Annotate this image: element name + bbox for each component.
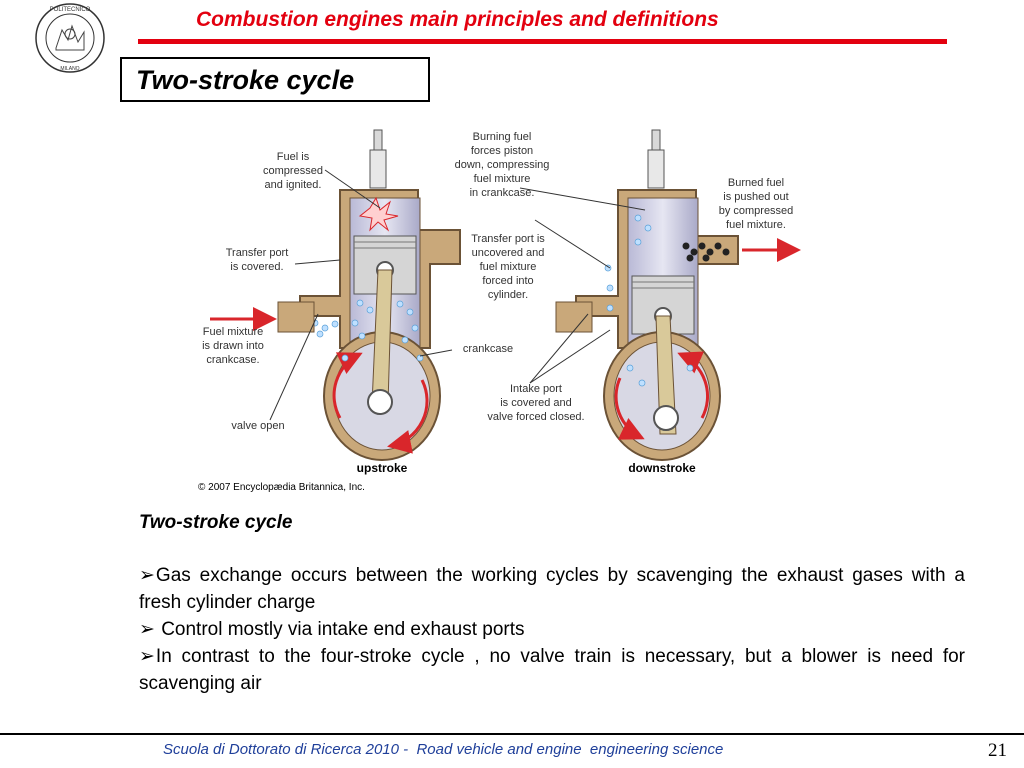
upstroke-caption: upstroke [357,461,408,475]
label-burning-fuel-3: down, compressing [455,159,550,171]
label-burned-fuel-2: is pushed out [723,191,788,203]
bullet-arrow-icon: ➢ [139,619,155,640]
label-burned-fuel-1: Burned fuel [728,177,784,189]
label-burning-fuel-5: in crankcase. [470,187,535,199]
section-title: Two-stroke cycle [136,65,355,95]
body-text: Two-stroke cycle ➢Gas exchange occurs be… [139,512,965,697]
bullet-item: ➢Gas exchange occurs between the working… [139,562,965,616]
bullet-item: ➢ Control mostly via intake end exhaust … [139,616,965,643]
label-transfer-uncovered-2: uncovered and [472,247,545,259]
label-transfer-uncovered-5: cylinder. [488,289,528,301]
label-transfer-covered-1: Transfer port [226,247,289,259]
label-intake-covered-3: valve forced closed. [487,411,584,423]
label-valve-open: valve open [231,420,284,432]
label-transfer-uncovered-3: fuel mixture [480,261,537,273]
upstroke-engine: Fuel is compressed and ignited. Transfer… [202,129,513,475]
label-transfer-uncovered-4: forced into [482,275,533,287]
bullet-arrow-icon: ➢ [139,646,155,667]
label-fuel-compressed-3: and ignited. [265,179,322,191]
body-subtitle: Two-stroke cycle [139,512,293,533]
bullet-arrow-icon: ➢ [139,565,155,586]
bullet-item: ➢In contrast to the four-stroke cycle , … [139,643,965,697]
page-number: 21 [988,740,1007,761]
bullet-text: Control mostly via intake end exhaust po… [155,619,525,640]
header-divider [138,39,947,44]
label-transfer-uncovered-1: Transfer port is [471,233,545,245]
downstroke-engine: Burning fuel forces piston down, compres… [455,129,801,475]
footer-text: Scuola di Dottorato di Ricerca 2010 - Ro… [163,741,724,758]
label-burned-fuel-3: by compressed [719,205,794,217]
seal-ring-top-text: POLITECNICO [50,7,91,13]
footer-divider [0,733,1024,735]
label-fuel-mixture-drawn-1: Fuel mixture [203,326,264,338]
label-fuel-compressed-2: compressed [263,165,323,177]
politecnico-seal-icon: POLITECNICO MILANO [35,3,105,73]
bullet-text: Gas exchange occurs between the working … [139,565,965,613]
downstroke-caption: downstroke [628,461,696,475]
label-intake-covered-1: Intake port [510,383,562,395]
section-title-box: Two-stroke cycle [120,57,430,102]
label-burning-fuel-4: fuel mixture [474,173,531,185]
two-stroke-engine-figure: Fuel is compressed and ignited. Transfer… [198,129,801,493]
bullet-text: In contrast to the four-stroke cycle , n… [139,646,965,694]
seal-ring-bottom-text: MILANO [60,66,79,72]
figure-copyright: © 2007 Encyclopædia Britannica, Inc. [198,482,365,493]
label-fuel-mixture-drawn-2: is drawn into [202,340,264,352]
label-transfer-covered-2: is covered. [230,261,283,273]
label-fuel-mixture-drawn-3: crankcase. [206,354,259,366]
label-burning-fuel-2: forces piston [471,145,533,157]
label-fuel-compressed-1: Fuel is [277,151,310,163]
label-intake-covered-2: is covered and [500,397,572,409]
label-burning-fuel-1: Burning fuel [473,131,532,143]
slide-header-title: Combustion engines main principles and d… [196,8,719,31]
label-crankcase: crankcase [463,343,513,355]
label-burned-fuel-4: fuel mixture. [726,219,786,231]
